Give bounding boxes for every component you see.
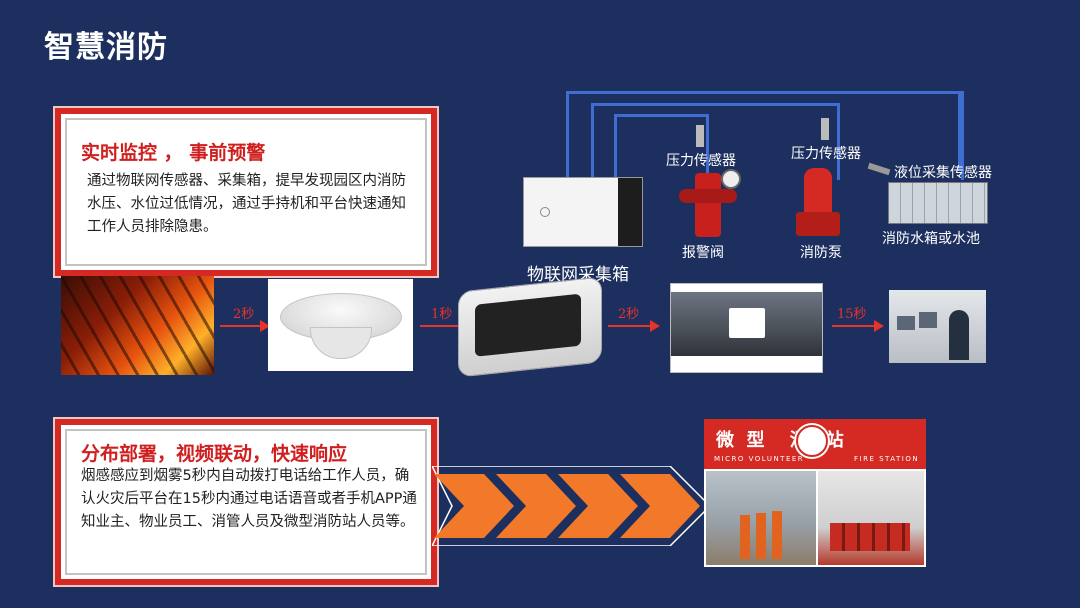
sensor-wire-middle [591,103,840,180]
deploy-card-body: 烟感感应到烟雾5秒内自动拨打电话给工作人员，确认火灾后平台在15秒内通过电话语音… [81,468,417,530]
pressure-sensor-2-label: 压力传感器 [791,146,861,162]
flow-arrow-4 [832,320,884,332]
operator-photo [889,290,986,363]
collector-side-panel [618,178,642,246]
flow-time-2: 1秒 [431,307,453,322]
fire-pump-image [796,168,840,236]
collector-label: 物联网采集箱 [527,265,629,285]
fire-station-banner: 微 型 消防站 MICRO VOLUNTEER FIRE STATION [704,419,926,469]
alarm-valve-image [675,169,741,237]
flow-time-4: 15秒 [837,307,867,322]
chevron-4 [620,474,700,538]
pressure-sensor-1-image [689,125,711,147]
chevron-outline [432,466,710,546]
water-tank-label: 消防水箱或水池 [882,231,980,247]
flow-arrow-1 [220,320,270,332]
fire-photo [61,276,214,375]
flow-time-1: 2秒 [233,307,255,322]
smoke-detector-image [268,279,413,371]
monitor-card: 实时监控 ， 事前预警 通过物联网传感器、采集箱，提早发现园区内消防水压、水位过… [55,108,437,276]
chevron-3 [558,474,638,538]
pressure-sensor-1-label: 压力传感器 [666,153,736,169]
collector-lock-icon [540,207,550,217]
chevron-1 [434,474,514,538]
fire-station-en-right: FIRE STATION [854,455,920,463]
fire-station-logo-icon [796,425,828,457]
fire-pump-label: 消防泵 [800,245,842,261]
deploy-card-frame [65,429,427,575]
flow-time-3: 2秒 [618,307,640,322]
water-tank-image [888,182,988,224]
sensor-wire-outer [566,91,964,180]
alarm-valve-label: 报警阀 [682,245,724,261]
monitor-card-heading: 实时监控 ， 事前预警 [81,142,266,164]
flow-arrow-3 [608,320,660,332]
deploy-card: 分布部署，视频联动，快速响应 烟感感应到烟雾5秒内自动拨打电话给工作人员，确认火… [55,419,437,585]
chevron-arrow-group [432,466,710,546]
fire-station-en-left: MICRO VOLUNTEER [714,455,805,463]
fire-station-panel: 微 型 消防站 MICRO VOLUNTEER FIRE STATION [704,419,926,567]
sensor-wire-drop [958,91,961,171]
pressure-sensor-2-image [814,118,836,140]
chevron-2 [496,474,576,538]
sensor-wire-inner [614,114,709,180]
level-sensor-label: 液位采集传感器 [894,165,992,181]
collector-box-image [523,177,643,247]
monitor-card-body: 通过物联网传感器、采集箱，提早发现园区内消防水压、水位过低情况，通过手持机和平台… [87,173,406,235]
deploy-card-heading: 分布部署，视频联动，快速响应 [81,443,348,465]
platform-screenshot [670,283,823,373]
fire-station-photo-team [706,471,816,565]
gateway-device-image [458,276,602,378]
fire-station-photo-equipment [818,471,924,565]
monitor-card-frame [65,118,427,266]
page-title: 智慧消防 [44,30,168,65]
